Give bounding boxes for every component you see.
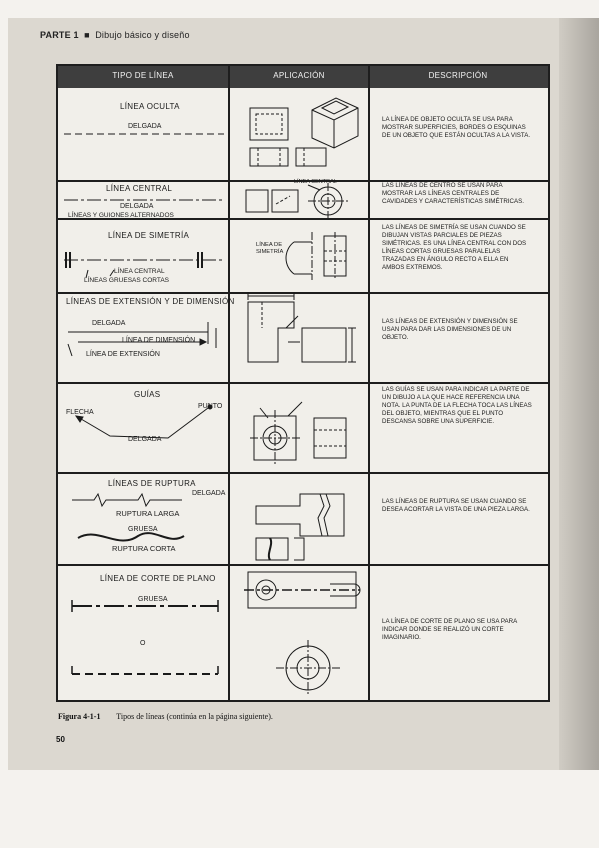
- figure-caption: Figura 4-1-1 Tipos de líneas (continúa e…: [58, 712, 273, 721]
- label-dimension-line: LÍNEA DE DIMENSIÓN: [122, 337, 196, 344]
- description-extension-dimension: LAS LÍNEAS DE EXTENSIÓN Y DIMENSIÓN SE U…: [382, 318, 518, 341]
- label-thin: DELGADA: [92, 320, 126, 327]
- description-symmetry-line: LAS LÍNEAS DE SIMETRÍA SE USAN CUANDO SE…: [382, 224, 527, 271]
- label-thin: DELGADA: [192, 490, 226, 497]
- page-gutter-shadow: [559, 18, 599, 770]
- label-or: O: [140, 640, 146, 647]
- app-label-symmetry: LÍNEA DE SIMETRÍA: [256, 242, 284, 255]
- row-title-leaders: GUÍAS: [134, 390, 161, 399]
- hidden-isometric-block: [312, 98, 358, 148]
- label-thick: GRUESA: [128, 526, 158, 533]
- long-break-sample: [72, 494, 182, 506]
- row-title-break-lines: LÍNEAS DE RUPTURA: [108, 479, 196, 488]
- description-center-line: LAS LÍNEAS DE CENTRO SE USAN PARA MOSTRA…: [382, 182, 524, 205]
- row-title-cutting-plane: LÍNEA DE CORTE DE PLANO: [100, 574, 216, 583]
- label-thin: DELGADA: [128, 123, 162, 130]
- leader-sample: [76, 408, 208, 438]
- description-leaders: LAS GUÍAS SE USAN PARA INDICAR LA PARTE …: [382, 386, 532, 425]
- description-hidden-line: LA LÍNEA DE OBJETO OCULTA SE USA PARA MO…: [382, 116, 531, 139]
- label-thin: DELGADA: [128, 436, 162, 443]
- column-header-description: DESCRIPCIÓN: [428, 71, 488, 80]
- row-divider: [58, 218, 548, 220]
- line-types-table: TIPO DE LÍNEA APLICACIÓN DESCRIPCIÓN LÍN…: [56, 64, 550, 702]
- label-alternating: LÍNEAS Y GUIONES ALTERNADOS: [68, 212, 174, 219]
- short-break-sample: [78, 533, 184, 540]
- column-header-application: APLICACIÓN: [273, 71, 325, 80]
- figure-number: Figura 4-1-1: [58, 712, 101, 721]
- description-cutting-plane: LA LÍNEA DE CORTE DE PLANO SE USA PARA I…: [382, 618, 517, 641]
- hidden-front-view: [250, 108, 288, 140]
- label-centerline: LÍNEA CENTRAL: [114, 268, 165, 275]
- figure-caption-text: Tipos de líneas (continúa en la página s…: [116, 712, 273, 721]
- label-thick: GRUESA: [138, 596, 168, 603]
- label-arrow: FLECHA: [66, 409, 94, 416]
- label-extension-line: LÍNEA DE EXTENSIÓN: [86, 351, 160, 358]
- app-label-center-line: LÍNEA CENTRAL: [294, 179, 337, 185]
- label-long-break: RUPTURA LARGA: [116, 509, 180, 518]
- break-part: [256, 494, 344, 536]
- label-thin: DELGADA: [120, 203, 154, 210]
- row-title-hidden-line: LÍNEA OCULTA: [120, 102, 180, 111]
- running-header: PARTE 1 ■ Dibujo básico y diseño: [40, 30, 190, 40]
- row-title-center-line: LÍNEA CENTRAL: [106, 184, 173, 193]
- column-header-line-type: TIPO DE LÍNEA: [112, 71, 174, 80]
- dimension-front-view: [248, 302, 294, 362]
- label-short-break: RUPTURA CORTA: [112, 544, 176, 553]
- row-title-symmetry-line: LÍNEA DE SIMETRÍA: [108, 231, 190, 240]
- row-divider: [58, 472, 548, 474]
- header-part: PARTE 1: [40, 30, 79, 40]
- description-break-lines: LAS LÍNEAS DE RUPTURA SE USAN CUANDO SE …: [382, 498, 530, 513]
- row-title-extension-dimension: LÍNEAS DE EXTENSIÓN Y DE DIMENSIÓN: [66, 297, 235, 306]
- page-number: 50: [56, 735, 65, 744]
- row-divider: [58, 292, 548, 294]
- header-section: Dibujo básico y diseño: [95, 30, 190, 40]
- row-divider: [58, 382, 548, 384]
- label-short-thick: LÍNEAS GRUESAS CORTAS: [84, 277, 170, 284]
- row-divider: [58, 564, 548, 566]
- row-divider: [58, 180, 548, 182]
- table-header-row: TIPO DE LÍNEA APLICACIÓN DESCRIPCIÓN: [58, 66, 548, 88]
- line-drawings: [58, 66, 548, 700]
